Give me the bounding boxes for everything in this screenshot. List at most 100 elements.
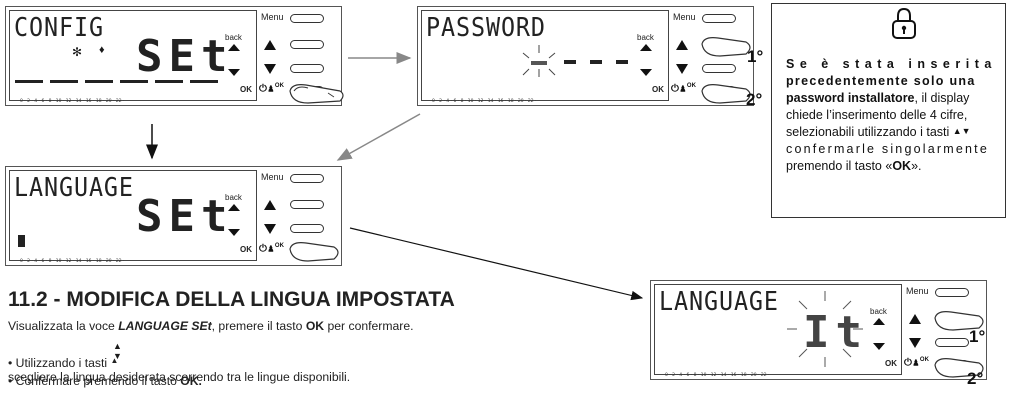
ok-label: OK — [652, 85, 664, 94]
step-number-2: 2° — [746, 90, 763, 109]
info-line-4: chiede l’inserimento delle 4 cifre, — [786, 108, 968, 122]
up-button[interactable] — [909, 314, 921, 324]
info-line-3: password installatore, il display — [786, 90, 1008, 106]
bullet-2-a: • Confermare premendo il tasto — [8, 374, 181, 388]
arrow-language-to-it — [349, 227, 644, 301]
arrow-up-icon — [873, 318, 885, 325]
finger-icon — [701, 84, 751, 104]
lock-icon — [892, 7, 916, 39]
arrow-up-icon — [640, 44, 652, 51]
p1-c: , premere il tasto — [211, 319, 306, 333]
lcd-label-language: LANGUAGE — [659, 287, 779, 317]
dash — [85, 80, 113, 83]
menu-button[interactable] — [290, 174, 324, 183]
thermostat-panel-language: LANGUAGE SEt back OK 0 · 2 · 4 · 6 · 8 ·… — [5, 166, 342, 266]
up-button[interactable] — [676, 40, 688, 50]
updown-arrows-icon: ▲▼ — [952, 126, 971, 136]
lcd-label-set: SEt — [136, 191, 234, 242]
up-button[interactable] — [264, 200, 276, 210]
ok-label: OK — [240, 85, 252, 94]
dash — [15, 80, 43, 83]
menu-button[interactable] — [702, 14, 736, 23]
lcd-label-password: PASSWORD — [426, 13, 546, 43]
snowflake-icon: ✻ — [72, 45, 83, 59]
lcd-label-it-blinking: It — [803, 307, 868, 358]
power-ok-icon: ⏻♟OK — [671, 83, 696, 95]
down-button[interactable] — [909, 338, 921, 348]
lcd-label-language: LANGUAGE — [14, 173, 134, 203]
bullet-2: • Confermare premendo il tasto OK. — [8, 374, 202, 388]
lcd-block-indicator — [18, 235, 25, 247]
power-ok-icon: ⏻♟OK — [904, 357, 929, 369]
up-button[interactable] — [264, 40, 276, 50]
down-button-bar[interactable] — [290, 64, 324, 73]
info-line-7: premendo il tasto «OK». — [786, 158, 1008, 174]
down-button[interactable] — [676, 64, 688, 74]
p1-ok: OK — [305, 319, 325, 333]
step-number-1: 1° — [747, 47, 764, 66]
menu-label: Menu — [261, 12, 284, 22]
p1-a: Visualizzata la voce — [8, 319, 119, 333]
menu-button[interactable] — [290, 14, 324, 23]
finger-icon — [289, 242, 339, 262]
blinking-rays-icon — [787, 291, 863, 367]
dash — [190, 80, 218, 83]
lcd-display: LANGUAGE It back OK — [654, 284, 902, 375]
info-line-7-a: premendo il tasto « — [786, 159, 893, 173]
p1-e: per confermare. — [324, 319, 414, 333]
menu-label: Menu — [906, 286, 929, 296]
section-title: 11.2 - MODIFICA DELLA LINGUA IMPOSTATA — [8, 288, 455, 311]
finger-icon — [934, 358, 984, 378]
dash — [50, 80, 78, 83]
updown-arrows-icon: ▲ — [110, 356, 119, 365]
down-button[interactable] — [264, 224, 276, 234]
bullet-1-a: • Utilizzando i tasti — [8, 356, 111, 370]
arrow-down-icon — [228, 69, 240, 76]
hour-scale: 0 · 2 · 4 · 6 · 8 · 10 · 12 · 14 · 16 · … — [665, 373, 770, 378]
down-button-bar[interactable] — [290, 224, 324, 233]
up-button-bar[interactable] — [290, 200, 324, 209]
lcd-label-config: CONFIG — [14, 13, 104, 43]
p1-language-set: LANGUAGE SEt — [118, 319, 212, 333]
thermostat-panel-language-it: LANGUAGE It back OK 0 · 2 · 4 · 6 · 8 · … — [650, 280, 987, 388]
info-box — [771, 3, 1006, 218]
dash — [590, 60, 602, 64]
bullet-2-ok: OK. — [180, 374, 202, 388]
info-line-1: Se è stata inserita — [786, 57, 997, 71]
back-label: back — [225, 193, 242, 202]
down-button-bar[interactable] — [702, 64, 736, 73]
hour-scale: 0 · 2 · 4 · 6 · 8 · 10 · 12 · 14 · 16 · … — [20, 259, 125, 264]
power-ok-icon: ⏻♟OK — [259, 243, 284, 255]
up-button-bar[interactable] — [290, 40, 324, 49]
info-password-installatore: password installatore — [786, 91, 915, 105]
down-button-bar[interactable] — [935, 338, 969, 347]
ok-label: OK — [240, 245, 252, 254]
menu-button[interactable] — [935, 288, 969, 297]
section-paragraph: Visualizzata la voce LANGUAGE SEt, preme… — [8, 319, 414, 333]
down-button[interactable] — [264, 64, 276, 74]
dash — [155, 80, 183, 83]
finger-icon — [934, 311, 984, 331]
info-line-5-text: selezionabili utilizzando i tasti — [786, 125, 950, 139]
bullet-1: • Utilizzando i tasti ▲ scegliere la lin… — [8, 356, 350, 384]
info-line-7-ok: OK — [892, 159, 912, 173]
arrow-down-icon — [640, 69, 652, 76]
info-line-2: precedentemente solo una — [786, 74, 976, 88]
info-line-6: confermarle singolarmente — [786, 142, 989, 156]
menu-label: Menu — [673, 12, 696, 22]
bullet-1-b: scegliere la lingua desiderata scorrendo… — [8, 370, 351, 384]
info-line-5: selezionabili utilizzando i tasti ▲▼ — [786, 124, 1008, 141]
lcd-display: CONFIG ✻ ♦ SEt back OK — [9, 10, 257, 101]
lcd-label-set: SEt — [136, 31, 234, 82]
hour-scale: 0 · 2 · 4 · 6 · 8 · 10 · 12 · 14 · 16 · … — [20, 99, 125, 104]
back-label: back — [225, 33, 242, 42]
dash — [120, 80, 148, 83]
lcd-display: PASSWORD back OK — [421, 10, 669, 101]
back-label: back — [637, 33, 654, 42]
lcd-display: LANGUAGE SEt back OK — [9, 170, 257, 261]
step-number-2: 2° — [967, 369, 984, 388]
flame-icon: ♦ — [99, 44, 105, 56]
dash — [564, 60, 576, 64]
arrow-password-to-language — [336, 113, 421, 161]
